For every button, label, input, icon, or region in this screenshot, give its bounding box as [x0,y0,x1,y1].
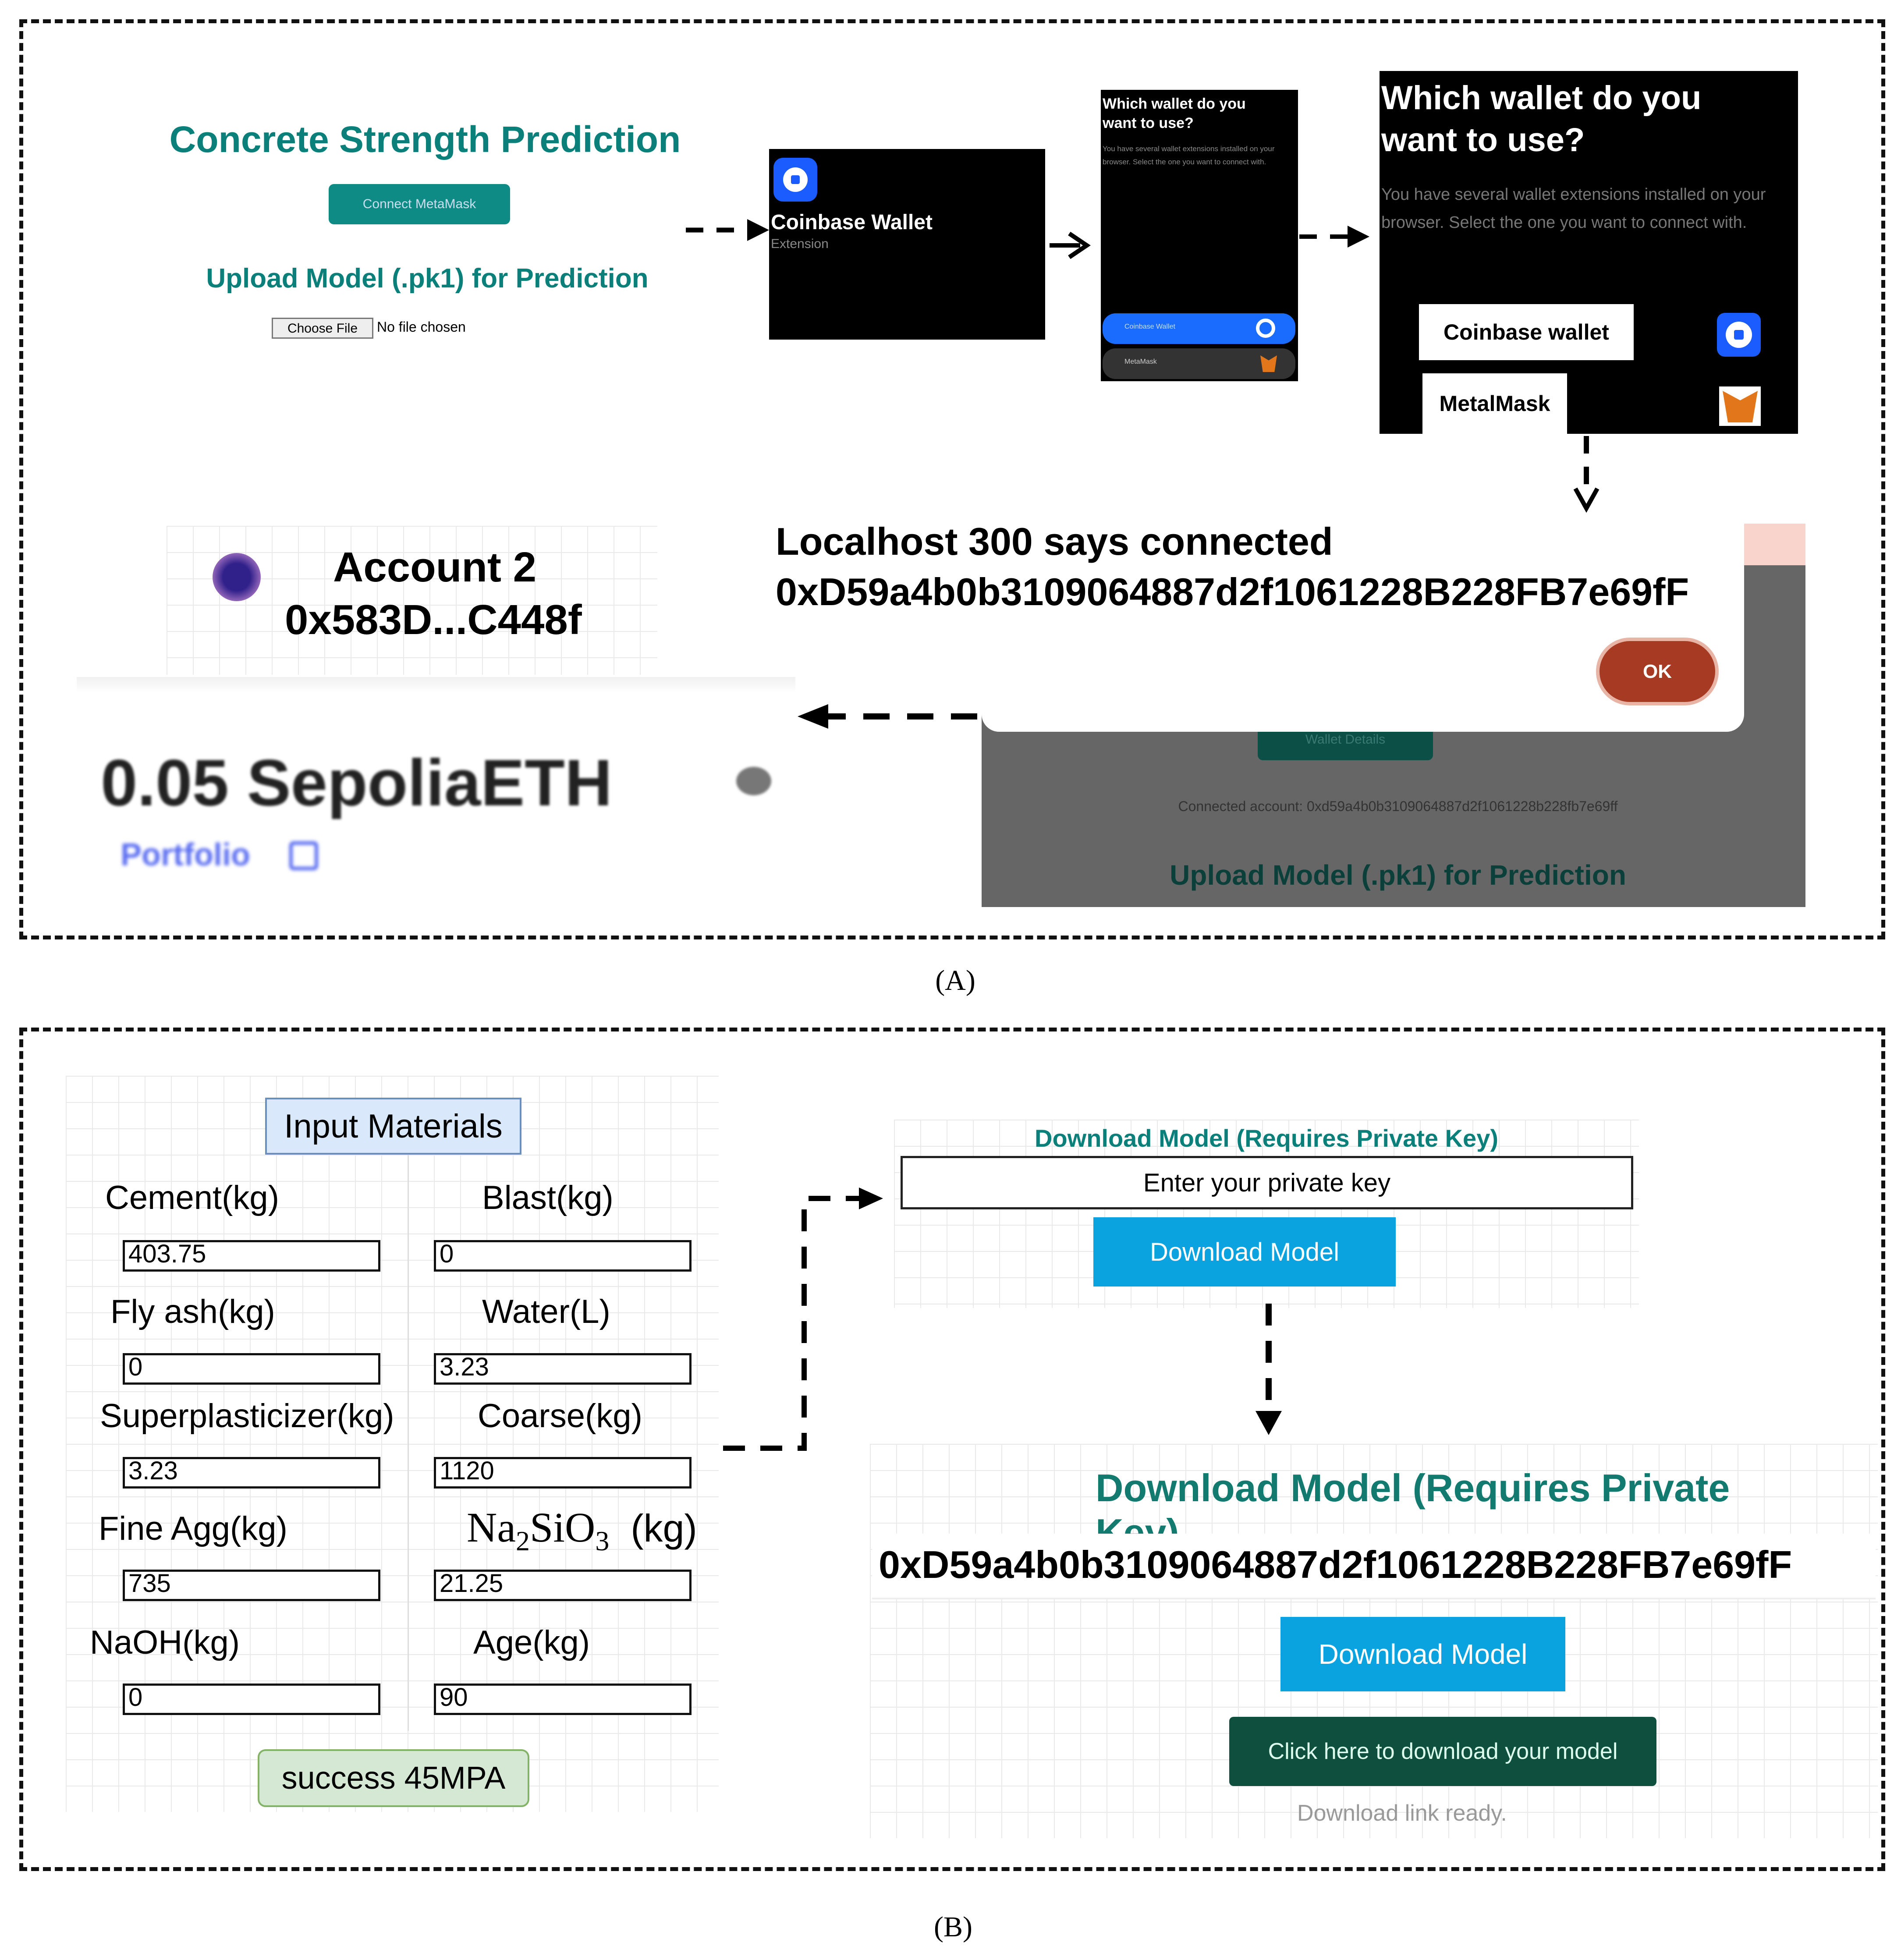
download-large-key-field[interactable] [872,1534,1876,1599]
flow-arrow-5 [798,704,982,729]
download-model-button-small[interactable]: Download Model [1093,1217,1396,1287]
fine-agg-label: Fine Agg(kg) [99,1510,287,1547]
account-address: 0x583D...C448f [285,596,582,643]
flow-arrow-1 [686,219,769,241]
external-link-icon [289,841,318,870]
account-divider [77,677,795,693]
metamask-fox-icon [1719,386,1761,426]
coarse-label: Coarse(kg) [478,1397,642,1435]
coarse-input[interactable]: 1120 [434,1457,692,1489]
fly-ash-label: Fly ash(kg) [110,1293,275,1330]
download-status: Download link ready. [1297,1801,1507,1826]
cement-input[interactable]: 403.75 [123,1240,380,1272]
connect-metamask-button[interactable]: Connect MetaMask [329,184,510,224]
account-panel [167,526,657,675]
balance-info-icon [736,767,771,795]
coinbase-wallet-name: Coinbase Wallet [771,211,933,234]
wallet-chooser-small-desc: You have several wallet extensions insta… [1103,145,1275,166]
alert-message-line1: Localhost 300 says connected [776,520,1333,563]
download-small-title: Download Model (Requires Private Key) [1035,1124,1498,1152]
account-name: Account 2 [333,544,537,591]
portfolio-link[interactable]: Portfolio [121,837,250,872]
download-model-button-large[interactable]: Download Model [1280,1617,1565,1691]
coinbase-icon [1717,313,1761,357]
wallet-option-coinbase-small[interactable]: Coinbase Wallet [1103,313,1295,344]
no-file-text: No file chosen [377,319,466,335]
cement-label: Cement(kg) [105,1179,279,1216]
result-badge: success 45MPA [258,1749,529,1807]
flow-arrow-4 [1573,436,1600,513]
app-title: Concrete Strength Prediction [169,119,681,160]
panel-a-caption: (A) [935,964,975,996]
coinbase-icon [1256,319,1275,338]
naoh-label: NaOH(kg) [90,1624,240,1661]
alert-ok-button[interactable]: OK [1596,638,1719,705]
account-balance: 0.05 SepoliaETH [101,746,613,819]
wallet-chooser-small-title: Which wallet do you want to use? [1103,96,1246,131]
age-input[interactable]: 90 [434,1683,692,1715]
backdrop-top-strip [1744,524,1805,565]
connected-account-text: Connected account: 0xd59a4b0b3109064887d… [1178,798,1618,814]
blast-label: Blast(kg) [482,1179,614,1216]
na2sio3-label: Na2SiO3 (kg) [467,1504,697,1557]
private-key-input[interactable]: Enter your private key [901,1156,1633,1209]
superplasticizer-label: Superplasticizer(kg) [100,1397,394,1435]
flow-arrow-6 [723,1187,883,1451]
fly-ash-input[interactable]: 0 [123,1353,380,1385]
panel-b-frame [19,1028,1885,1871]
account-avatar [213,553,261,601]
superplasticizer-input[interactable]: 3.23 [123,1457,380,1489]
fine-agg-input[interactable]: 735 [123,1569,380,1601]
flow-arrow-2 [1050,231,1091,259]
wallet-option-metamask-small[interactable]: MetaMask [1103,348,1295,379]
wallet-chooser-large-desc: You have several wallet extensions insta… [1381,185,1766,232]
coinbase-wallet-sub: Extension [771,237,829,251]
coinbase-icon [773,158,817,202]
download-link-button[interactable]: Click here to download your model [1229,1717,1656,1786]
metamask-fox-icon [1260,355,1277,372]
blast-input[interactable]: 0 [434,1240,692,1272]
download-large-title: Download Model (Requires Private Key) [1096,1466,1730,1554]
backdrop-upload-title: Upload Model (.pk1) for Prediction [1170,859,1626,891]
wallet-chooser-large: Which wallet do you want to use? You hav… [1380,71,1798,434]
na2sio3-input[interactable]: 21.25 [434,1569,692,1601]
coinbase-wallet-popup[interactable]: Coinbase Wallet Extension [769,149,1045,340]
water-input[interactable]: 3.23 [434,1353,692,1385]
choose-file-button[interactable]: Choose File [272,318,373,339]
age-label: Age(kg) [473,1624,590,1661]
alert-message-line2: 0xD59a4b0b3109064887d2f1061228B228FB7e69… [776,570,1689,613]
naoh-input[interactable]: 0 [123,1683,380,1715]
wallet-chooser-small: Which wallet do you want to use? You hav… [1101,90,1298,381]
wallet-chooser-large-title: Which wallet do you want to use? [1381,79,1702,159]
upload-title: Upload Model (.pk1) for Prediction [206,263,649,294]
input-materials-title: Input Materials [265,1098,521,1155]
flow-arrow-3 [1299,226,1369,248]
water-label: Water(L) [482,1293,610,1330]
form-divider [408,1148,409,1731]
wallet-option-coinbase-large[interactable]: Coinbase wallet [1419,304,1634,360]
flow-arrow-7 [1256,1304,1282,1435]
download-large-key: 0xD59a4b0b3109064887d2f1061228B228FB7e69… [879,1543,1792,1586]
panel-b-caption: (B) [934,1911,972,1943]
panel-a-frame [19,19,1885,939]
wallet-option-metamask-large[interactable]: MetalMask [1422,373,1567,434]
